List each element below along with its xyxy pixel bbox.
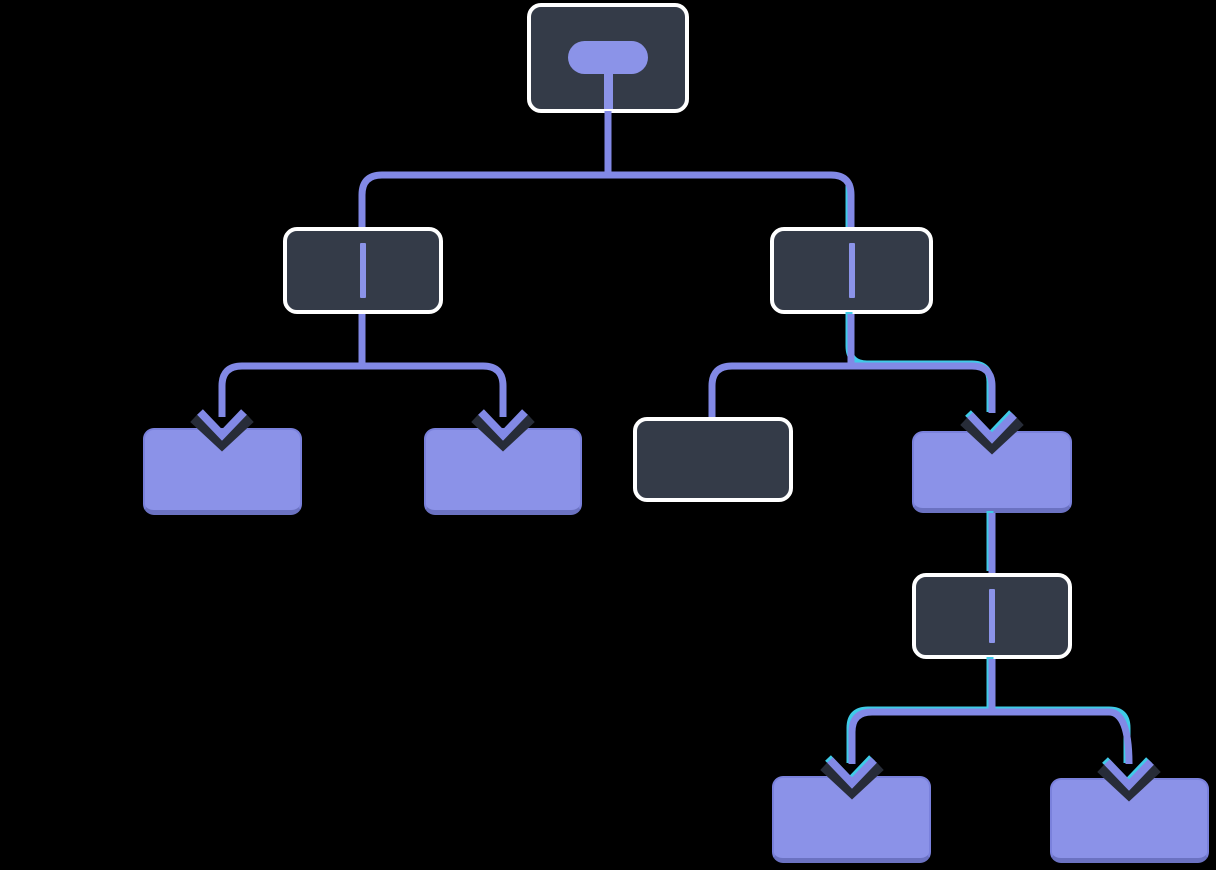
node-branch-right[interactable] — [770, 227, 933, 314]
edge-branch-right-purple-mid-highlight — [845, 312, 994, 412]
node-branch-bottom[interactable] — [912, 573, 1072, 659]
vertical-line-icon — [848, 243, 855, 298]
edge-branch-bottom-leaves — [848, 708, 1133, 765]
vertical-line-icon — [360, 243, 366, 298]
node-leaf-mid-left[interactable] — [424, 428, 582, 515]
node-plain-dark-leaf[interactable] — [633, 417, 793, 502]
node-purple-mid[interactable] — [912, 431, 1072, 513]
node-leaf-bottom-right[interactable] — [1050, 778, 1209, 863]
vertical-line-icon — [989, 589, 995, 643]
edge-branch-left-leaves — [218, 362, 507, 417]
pill-icon — [568, 41, 648, 74]
edge-root-branches — [358, 171, 855, 227]
node-leaf-bottom-left[interactable] — [772, 776, 931, 863]
edge-branch-right-children — [708, 362, 996, 417]
node-root[interactable] — [527, 3, 689, 113]
node-leaf-far-left[interactable] — [143, 428, 302, 515]
node-branch-left[interactable] — [283, 227, 443, 314]
pill-stem-icon — [603, 71, 613, 109]
edge-branch-bottom-leaves-highlight — [846, 706, 1131, 763]
